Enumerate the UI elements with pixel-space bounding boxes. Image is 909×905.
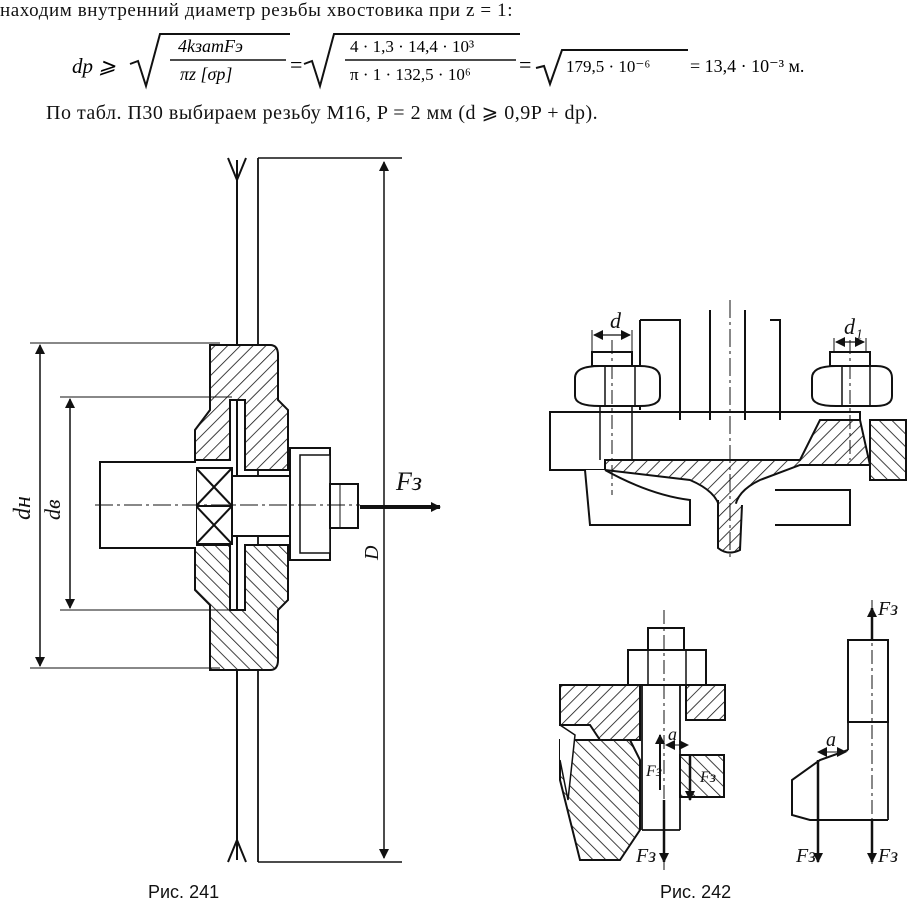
label-F-242-2: Fз	[699, 769, 716, 786]
label-a-2: a	[826, 729, 836, 751]
formula-num2: 4 · 1,3 · 14,4 · 10³	[350, 37, 474, 56]
text-line-3: По табл. П30 выбираем резьбу М16, P = 2 …	[46, 102, 599, 124]
figure-242-top	[549, 300, 907, 560]
formula-root3: 179,5 · 10⁻⁶	[566, 57, 650, 76]
label-d: d	[610, 308, 622, 333]
figure-242-bottom-right	[791, 600, 889, 865]
label-dv: dв	[40, 499, 65, 520]
formula-result: = 13,4 · 10⁻³ м.	[690, 56, 804, 76]
caption-241: Рис. 241	[148, 882, 219, 902]
caption-242: Рис. 242	[660, 882, 731, 902]
text-line-1: находим внутренний диаметр резьбы хвосто…	[0, 0, 514, 21]
formula-num1: 4kзатFэ	[178, 36, 243, 56]
formula-den1: πz [σр]	[180, 64, 232, 84]
root-sign-2	[303, 33, 520, 90]
label-F-241: Fз	[395, 467, 422, 496]
label-F-242-4: Fз	[877, 598, 898, 620]
formula-lhs: dр ⩾	[72, 54, 116, 78]
label-F-242-6: Fз	[877, 845, 898, 867]
formula-eq1: =	[290, 52, 302, 77]
hub-upper	[194, 344, 289, 471]
figure-241	[30, 157, 441, 863]
formula: dр ⩾ 4kзатFэ πz [σр] = 4 · 1,3 · 14,4 · …	[72, 33, 804, 90]
figure-242-bottom-left	[559, 610, 726, 870]
root-sign-1	[129, 33, 290, 90]
formula-den2: π · 1 · 132,5 · 10⁶	[350, 65, 471, 84]
hub-lower	[194, 544, 289, 671]
label-F-242-3: Fз	[635, 845, 656, 867]
label-d1: d₁	[844, 314, 863, 339]
root-sign-3	[535, 49, 688, 88]
label-F-242-5: Fз	[795, 845, 816, 867]
label-dn: dн	[10, 496, 36, 520]
label-D: D	[361, 545, 383, 561]
label-a-1: a	[668, 724, 677, 744]
formula-eq2: =	[519, 52, 531, 77]
label-F-242-1: Fз	[645, 763, 662, 780]
